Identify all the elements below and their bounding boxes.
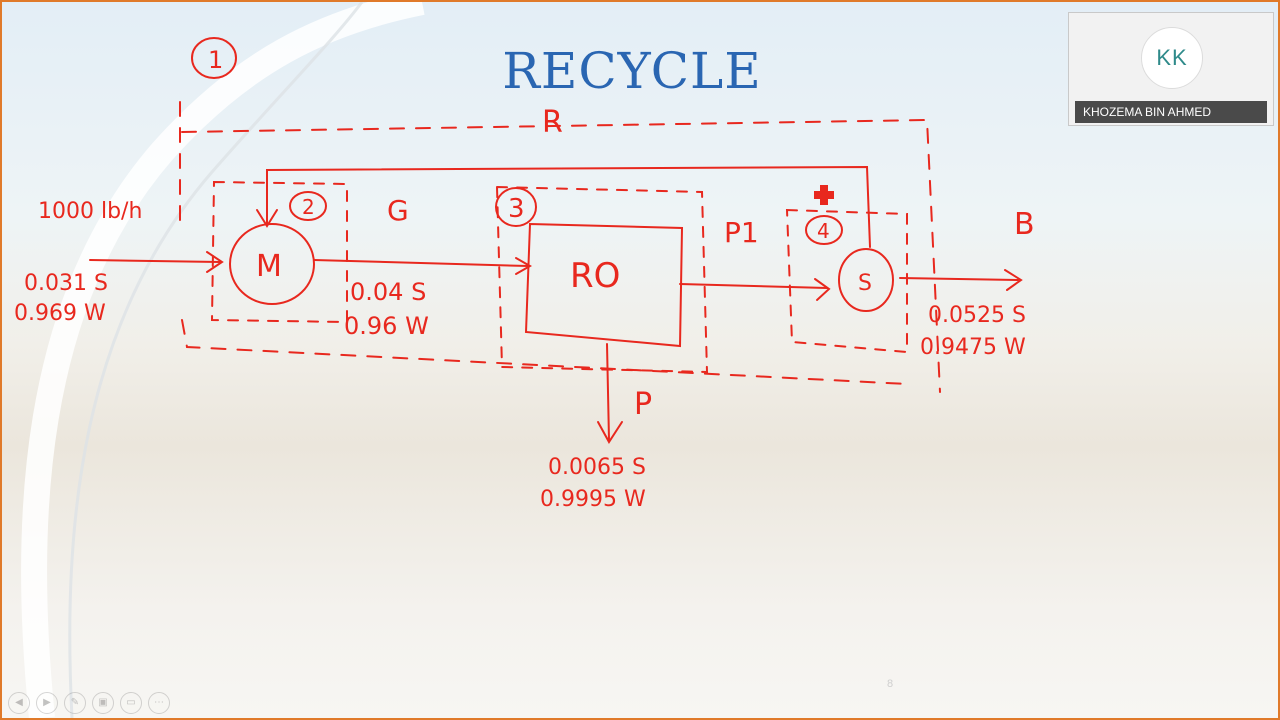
circle-4 — [805, 215, 843, 245]
permeate-salt: 0.0065 S — [548, 455, 646, 480]
slide-page-number: 8 — [887, 678, 894, 690]
mixer-node — [229, 223, 315, 305]
recycle-arrowhead — [256, 209, 278, 228]
circle-3-label: 3 — [508, 194, 525, 224]
bleed-water: 0.9475 W — [920, 335, 1026, 360]
mixed-water: 0.96 W — [344, 312, 429, 340]
splitter-node — [838, 248, 894, 312]
pen-icon[interactable]: ✎ — [64, 692, 86, 714]
recycle-line — [266, 165, 871, 248]
mixer-label: M — [256, 249, 282, 284]
reactor-node — [524, 222, 684, 348]
reactor-boundary — [495, 185, 709, 374]
participant-video-tile[interactable]: KK KHOZEMA BIN AHMED — [1068, 12, 1274, 126]
permeate-label: P — [634, 387, 652, 422]
screen-icon[interactable]: ▭ — [120, 692, 142, 714]
permeate-water: 0.9995 W — [540, 487, 646, 512]
bleed-arrowhead — [1004, 269, 1023, 291]
circle-2-label: 2 — [302, 195, 315, 219]
p1-stream-label: P1 — [724, 216, 759, 249]
circle-1 — [191, 37, 237, 79]
p1-arrowhead — [814, 278, 831, 301]
next-icon[interactable]: ▶ — [36, 692, 58, 714]
avatar: KK — [1141, 27, 1203, 89]
more-icon[interactable]: ⋯ — [148, 692, 170, 714]
prev-icon[interactable]: ◀ — [8, 692, 30, 714]
feed-salt: 0.031 S — [24, 271, 108, 296]
circle-1-label: 1 — [208, 46, 223, 74]
bleed-label: B — [1014, 207, 1035, 242]
slide-title: RECYCLE — [502, 42, 762, 100]
circle-4-label: 4 — [817, 219, 830, 243]
permeate-arrowhead — [597, 421, 623, 444]
feed-line — [89, 259, 221, 263]
feed-water: 0.969 W — [14, 301, 106, 326]
mixer-boundary — [210, 180, 348, 324]
feed-rate: 1000 lb/h — [38, 199, 142, 224]
splitter-label: S — [858, 271, 872, 296]
mixed-stream-line — [313, 259, 529, 267]
mixed-arrowhead — [515, 257, 533, 275]
p1-stream-line — [679, 283, 828, 289]
recycle-label: R — [542, 105, 563, 140]
slides-icon[interactable]: ▣ — [92, 692, 114, 714]
mixed-stream-label: G — [387, 194, 409, 227]
circle-2 — [289, 191, 327, 221]
feed-arrowhead — [206, 251, 224, 273]
bleed-salt: 0.0525 S — [928, 303, 1026, 328]
pointer-cross-icon — [814, 185, 834, 205]
participant-name: KHOZEMA BIN AHMED — [1075, 101, 1267, 123]
splitter-boundary — [785, 208, 908, 354]
circle-3 — [495, 187, 537, 227]
bleed-stream-line — [899, 277, 1019, 281]
slideshow-controls: ◀ ▶ ✎ ▣ ▭ ⋯ — [8, 692, 170, 716]
permeate-stream-line — [606, 343, 610, 441]
mixed-salt: 0.04 S — [350, 278, 426, 306]
outer-boundary — [179, 101, 941, 393]
reactor-label: RO — [570, 256, 620, 296]
